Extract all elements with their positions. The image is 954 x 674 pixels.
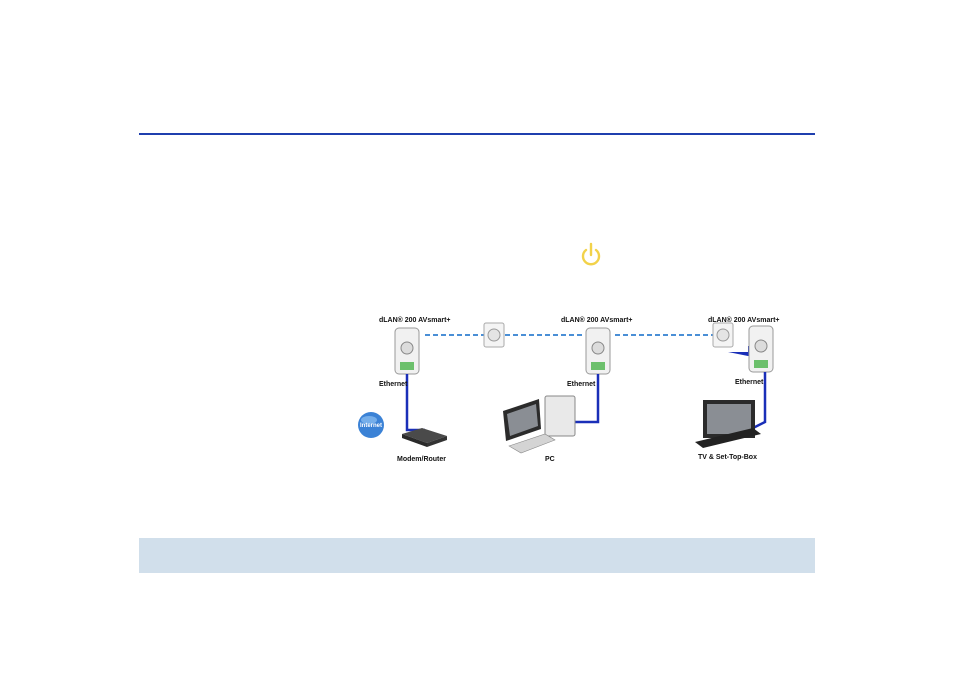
header-rule [139, 133, 815, 135]
device-label: TV & Set-Top-Box [698, 454, 757, 461]
wall-socket [484, 323, 504, 347]
tv-set-top-box [695, 400, 761, 448]
adapter-label: dLAN® 200 AVsmart+ [708, 316, 780, 324]
ethernet-label: Ethernet [735, 379, 764, 386]
powerline-adapter [749, 326, 773, 372]
wall-socket [713, 323, 733, 347]
adapter-label: dLAN® 200 AVsmart+ [561, 316, 633, 324]
powerline-adapter [395, 328, 419, 374]
ethernet-cable [407, 374, 425, 430]
power-button-icon [579, 242, 603, 268]
network-diagram: dLAN® 200 AVsmart+ dLAN® 200 AVsmart+ dL… [355, 310, 795, 470]
device-label: PC [545, 456, 555, 463]
ethernet-label: Ethernet [567, 381, 596, 388]
device-label: Modem/Router [397, 456, 446, 463]
powerline-adapter [586, 328, 610, 374]
pc [503, 396, 575, 453]
globe-label: Internet [360, 423, 382, 429]
ethernet-label: Ethernet [379, 381, 408, 388]
adapter-label: dLAN® 200 AVsmart+ [379, 316, 451, 324]
info-bar [139, 538, 815, 573]
